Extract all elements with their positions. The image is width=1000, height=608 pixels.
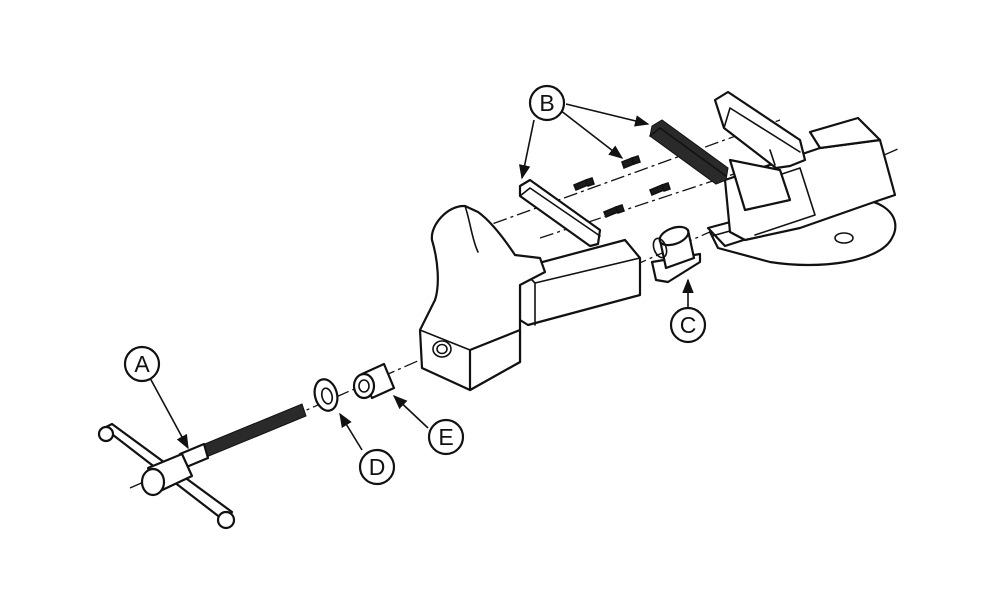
base-bolt-hole <box>834 232 854 244</box>
jaw-front-face <box>468 328 522 392</box>
rear-jaw-front <box>728 158 792 212</box>
callout-d: D <box>358 448 396 486</box>
jaw-plate-rear-edge <box>649 127 727 177</box>
part-e-collar <box>352 362 396 400</box>
nut-top <box>658 225 690 247</box>
nut-bore <box>652 237 668 259</box>
callout-d-label: D <box>369 454 386 480</box>
rear-jaw-seat-face <box>723 107 801 153</box>
jaw-screw-2 <box>603 204 625 218</box>
jaw-screw-3 <box>621 155 641 169</box>
movable-jaw <box>418 204 642 392</box>
leader-e <box>392 395 429 429</box>
callout-b-label: B <box>539 90 554 116</box>
screw-hole-inner <box>436 343 448 355</box>
handle-hub-face <box>140 467 166 497</box>
jaw-body-ridge <box>464 205 479 253</box>
callout-e: E <box>427 418 465 456</box>
part-d-washer <box>313 378 339 412</box>
callout-c-label: C <box>680 312 697 338</box>
leader-a <box>149 377 189 450</box>
jaw-screw-4 <box>649 182 671 196</box>
handle-knob-bottom <box>216 510 236 530</box>
threaded-screw <box>199 403 307 459</box>
rear-jaw-seat <box>713 90 807 170</box>
upper-jaw-axis-line <box>469 119 781 233</box>
rear-jaw-detail <box>769 149 776 166</box>
part-a-handle-screw <box>97 403 307 530</box>
handle-knob-top <box>97 425 115 443</box>
washer-inner <box>320 387 334 405</box>
part-c-nut <box>650 225 702 284</box>
callout-a-label: A <box>134 351 150 377</box>
rear-jaw-base <box>706 90 897 267</box>
callout-e-label: E <box>438 424 453 450</box>
callout-a: A <box>123 345 161 383</box>
anvil-top <box>808 116 882 150</box>
jaw-plate-front-edge <box>519 187 601 237</box>
leader-lines <box>149 103 694 451</box>
collar-bore <box>358 379 370 393</box>
washer-outer <box>313 378 339 412</box>
leader-b-1 <box>518 119 535 180</box>
callout-c: C <box>669 306 707 344</box>
jaw-screw-1 <box>573 177 595 191</box>
leader-b-3 <box>565 103 650 127</box>
leader-d <box>339 412 363 451</box>
screw-hole <box>432 340 452 358</box>
leader-b-2 <box>559 109 624 159</box>
callout-b: B <box>528 84 566 122</box>
collar-face <box>352 372 376 400</box>
part-b-jaw-plates <box>518 119 729 248</box>
